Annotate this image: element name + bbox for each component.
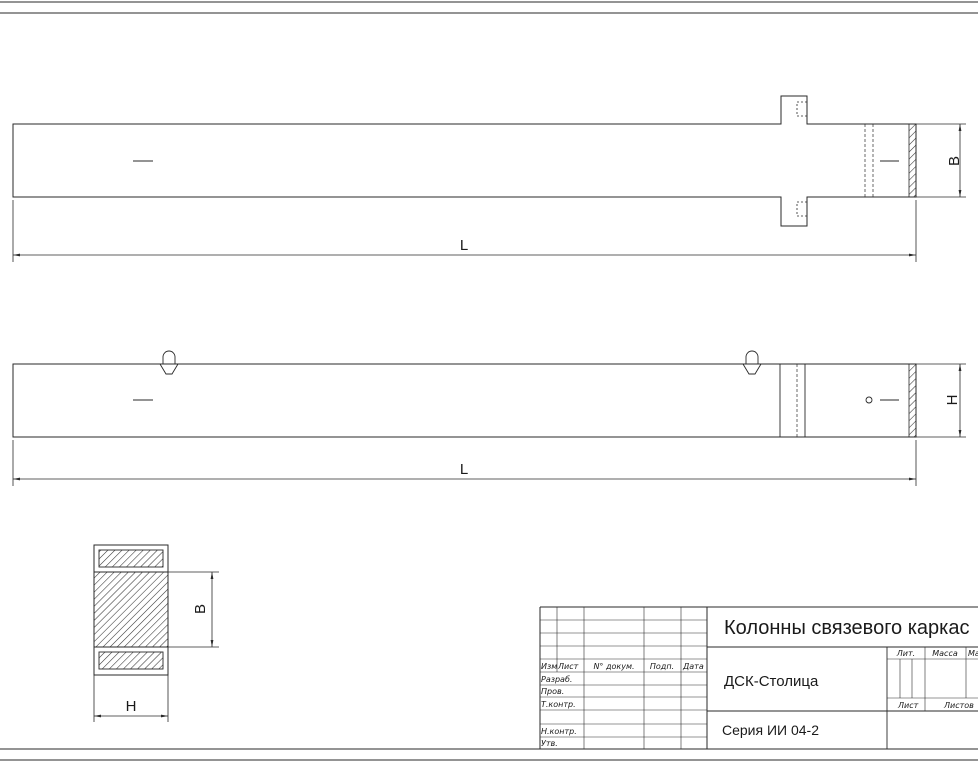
side-view-height-dimension: H [916, 363, 966, 438]
top-view-length-dimension: L [12, 200, 917, 262]
section-height-dimension: H [93, 675, 169, 722]
row-label-utv: Утв. [541, 739, 558, 748]
series-name: Серия ИИ 04-2 [722, 722, 819, 738]
title-block: Изм Лист N° докум. Подп. Дата Разраб. Пр… [539, 606, 978, 749]
row-label-prov: Пров. [541, 687, 564, 696]
top-view-length-label: L [460, 237, 468, 254]
row-label-nkontr: Н.контр. [541, 727, 577, 736]
drawing-title: Колонны связевого каркас [724, 617, 969, 639]
col-header-doc-no: N° докум. [593, 662, 634, 671]
col-header-list: Лист [557, 662, 579, 671]
side-view [12, 350, 917, 438]
header-list: Лист [897, 701, 919, 710]
top-view [12, 95, 917, 227]
header-listov: Листов [943, 701, 974, 710]
top-view-width-dimension: B [916, 123, 966, 198]
cross-section [93, 544, 169, 676]
section-width-label: B [192, 604, 209, 614]
col-header-date: Дата [682, 662, 704, 671]
col-header-izm: Изм [541, 662, 557, 671]
section-height-label: H [126, 698, 137, 715]
company-name: ДСК-Столица [724, 673, 819, 690]
section-width-dimension: B [168, 571, 219, 648]
side-view-length-label: L [460, 461, 468, 478]
row-label-razrab: Разраб. [541, 675, 572, 684]
col-header-sign: Подп. [650, 662, 674, 671]
header-masshtab: Ма [968, 649, 978, 658]
side-view-length-dimension: L [12, 440, 917, 486]
row-label-tkontr: Т.контр. [541, 700, 576, 709]
header-lit: Лит. [896, 649, 915, 658]
side-view-height-label: H [944, 395, 961, 406]
header-massa: Масса [932, 649, 958, 658]
top-view-width-label: B [946, 156, 963, 166]
